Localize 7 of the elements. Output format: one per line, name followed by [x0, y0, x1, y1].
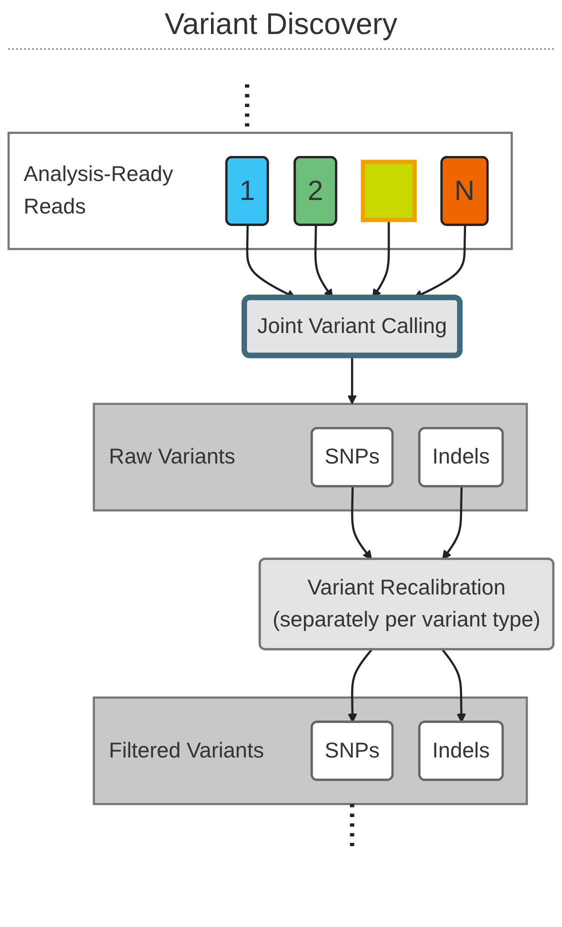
arrow	[348, 649, 372, 723]
diagram-title: Variant Discovery	[8, 0, 554, 50]
arrow	[442, 486, 463, 560]
node-box	[360, 160, 417, 222]
arrow	[347, 356, 357, 404]
arrow	[442, 649, 466, 723]
arrow	[351, 486, 372, 560]
